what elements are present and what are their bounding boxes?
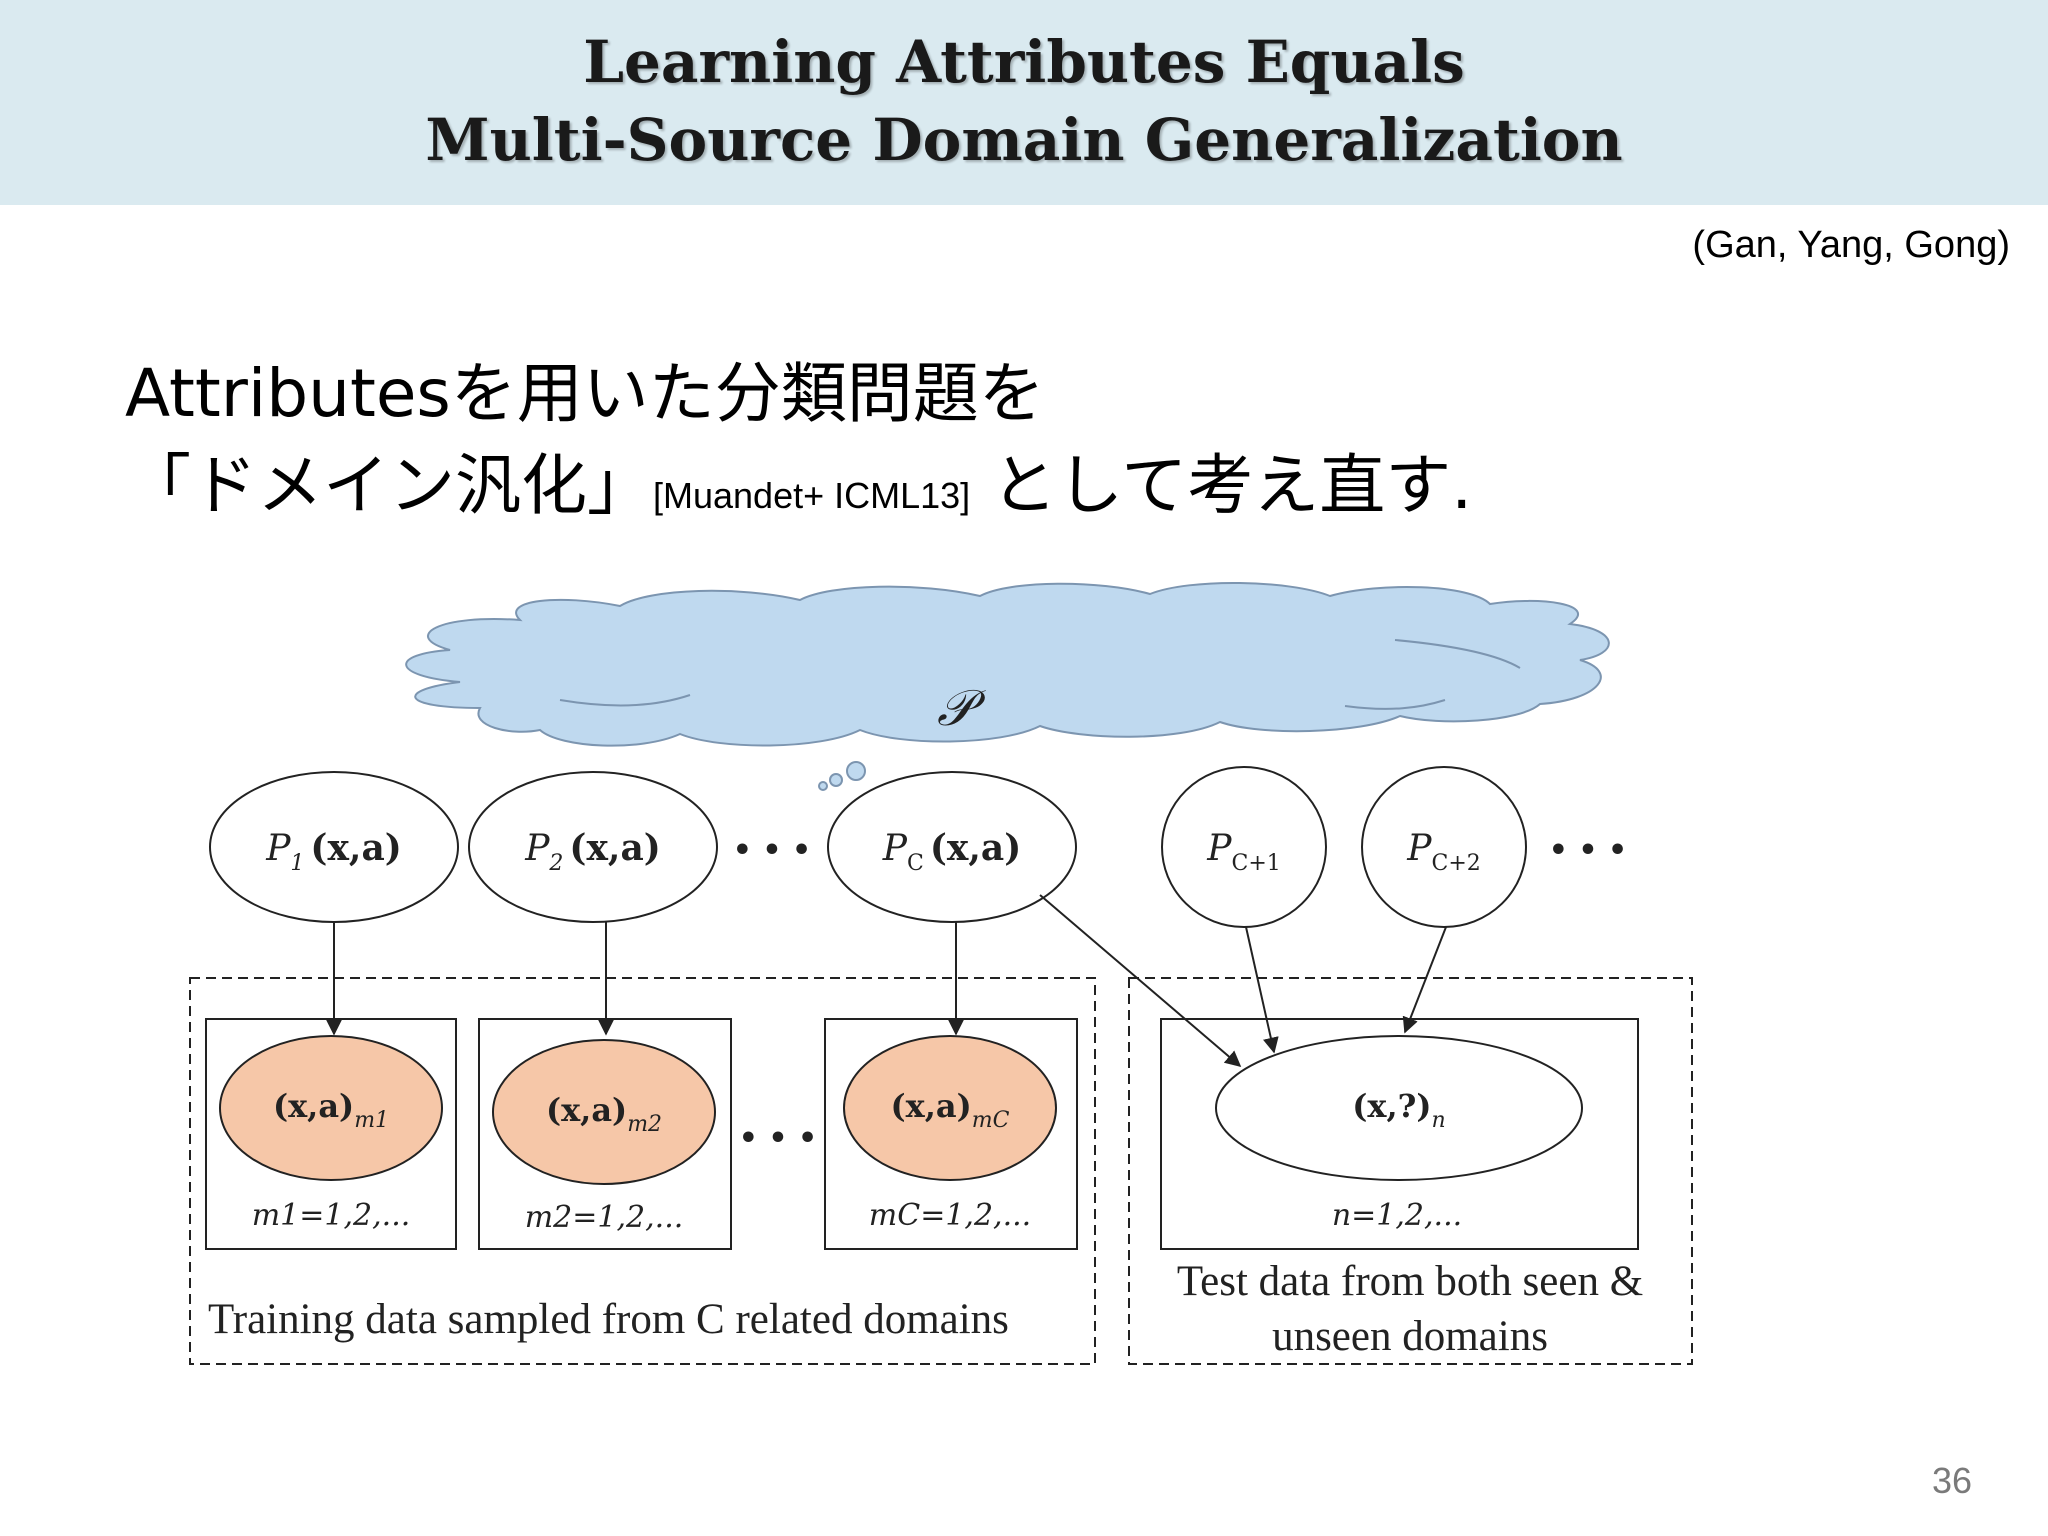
svg-text:PC+1: PC+1 <box>1206 828 1281 876</box>
svg-text:P1(x,a): P1(x,a) <box>265 827 402 876</box>
thought-bubble-small <box>818 781 828 791</box>
ellipsis-dist-2: • • • <box>1549 833 1627 868</box>
dist-node-2: P2(x,a) <box>468 771 718 923</box>
test-sample-node: (x,?)n <box>1215 1035 1583 1181</box>
test-sample-range: n=1,2,... <box>1332 1198 1462 1233</box>
arrow-pc2-to-test <box>1402 926 1447 1034</box>
title-banner <box>0 0 2048 205</box>
dist-node-c: PC(x,a) <box>827 771 1077 923</box>
svg-text:P2(x,a): P2(x,a) <box>524 827 661 876</box>
arrow-pc-to-test <box>1039 894 1242 1068</box>
dist-node-c-plus-1: PC+1 <box>1161 766 1327 928</box>
test-caption-line-1: Test data from both seen & <box>1177 1258 1643 1305</box>
arrow-pc1-to-test <box>1245 926 1279 1054</box>
sample-range-m2: m2=1,2,... <box>525 1200 684 1235</box>
svg-text:(x,a)mC: (x,a)mC <box>891 1087 1010 1133</box>
svg-text:PC+2: PC+2 <box>1406 828 1481 876</box>
svg-text:(x,?)n: (x,?)n <box>1352 1087 1445 1133</box>
slide-title-line-1: Learning Attributes Equals <box>583 28 1465 96</box>
body-text-line-1: Attributesを用いた分類問題を <box>125 355 1045 432</box>
dist-node-1: P1(x,a) <box>209 771 459 923</box>
training-group-box <box>189 977 1096 1365</box>
sample-node-m2: (x,a)m2 <box>492 1039 716 1185</box>
body-text-reconsider: として考え直す. <box>991 447 1473 524</box>
sample-node-m1: (x,a)m1 <box>219 1035 443 1181</box>
training-caption: Training data sampled from C related dom… <box>208 1296 1009 1343</box>
citation: [Muandet+ ICML13] <box>653 475 971 516</box>
thought-bubble-medium <box>829 773 843 787</box>
svg-text:(x,a)m1: (x,a)m1 <box>273 1087 389 1133</box>
svg-text:(x,a)m2: (x,a)m2 <box>546 1091 662 1137</box>
page-number: 36 <box>1931 1460 1972 1501</box>
slide-title-line-2: Multi-Source Domain Generalization <box>425 106 1623 174</box>
sample-range-m1: m1=1,2,... <box>252 1198 411 1233</box>
thought-bubble-large <box>846 761 866 781</box>
authors-credit: (Gan, Yang, Gong) <box>1692 224 2010 266</box>
ellipsis-samples: • • • <box>739 1121 817 1156</box>
dist-node-c-plus-2: PC+2 <box>1361 766 1527 928</box>
body-text-line-2: 「ドメイン汎化」[Muandet+ ICML13] として考え直す. <box>125 432 1472 528</box>
sample-range-mc: mC=1,2,... <box>869 1198 1031 1233</box>
body-text-domain-generalization: 「ドメイン汎化」 <box>125 447 653 524</box>
distribution-cloud <box>405 582 1610 747</box>
ellipsis-dist-1: • • • <box>733 833 811 868</box>
test-caption-line-2: unseen domains <box>1272 1313 1548 1360</box>
test-group-box <box>1128 977 1693 1365</box>
svg-text:PC(x,a): PC(x,a) <box>882 827 1021 876</box>
sample-node-mc: (x,a)mC <box>843 1035 1057 1181</box>
